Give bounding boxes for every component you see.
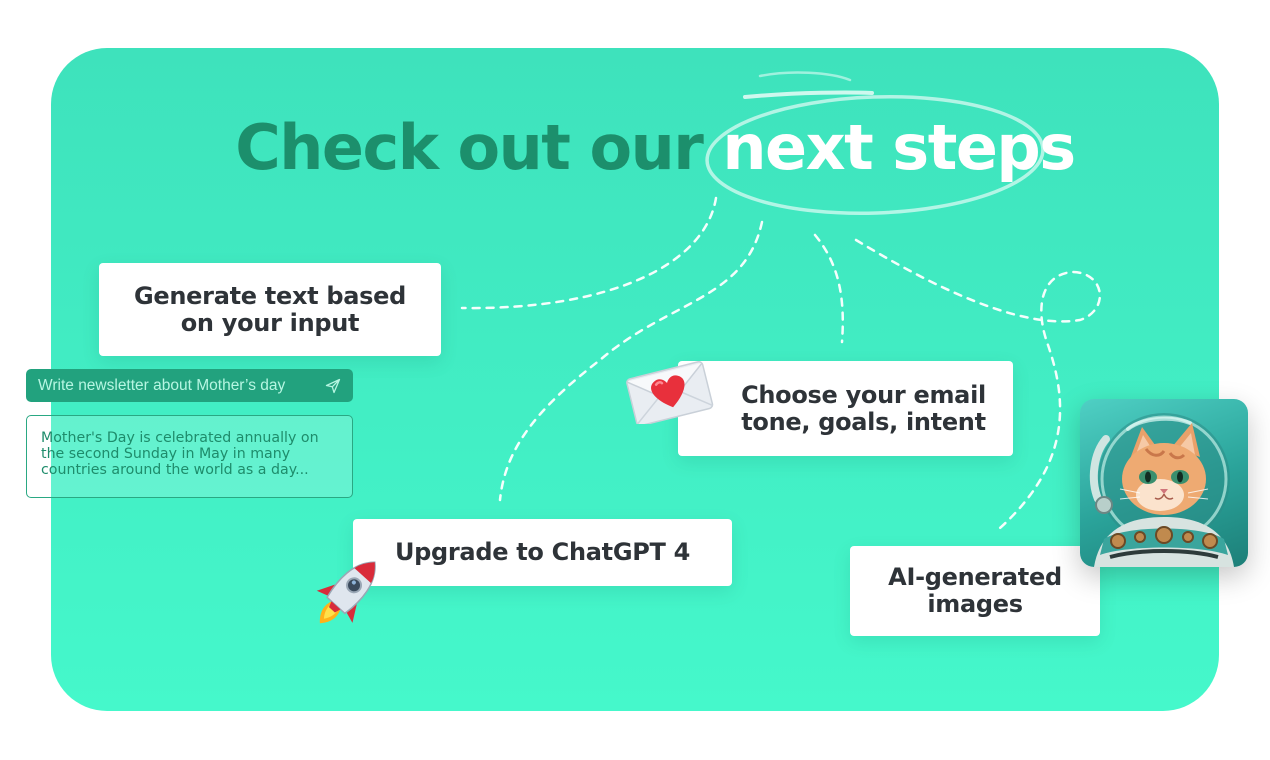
generated-text-preview: Mother's Day is celebrated annually on t…: [26, 415, 353, 498]
result-line: the second Sunday in May in many: [41, 446, 291, 462]
card-upgrade: Upgrade to ChatGPT 4: [353, 519, 732, 586]
send-icon[interactable]: [325, 378, 341, 394]
result-line: countries around the world as a day...: [41, 462, 309, 478]
card-email-tone-line1: Choose your email: [741, 380, 986, 409]
rocket-icon: [316, 561, 376, 624]
card-ai-images-line1: AI-generated: [888, 563, 1062, 591]
card-upgrade-label: Upgrade to ChatGPT 4: [394, 538, 691, 566]
card-ai-images-line2: images: [927, 590, 1023, 618]
card-email-tone-line2: tone, goals, intent: [741, 407, 986, 436]
result-line: Mother's Day is celebrated annually on: [41, 430, 319, 446]
card-generate-text-line2: on your input: [180, 308, 360, 337]
headline-part-dark: Check out our: [235, 111, 723, 184]
page-headline: Check out our next steps: [0, 108, 1270, 188]
headline-part-highlight: next steps: [722, 111, 1076, 184]
prompt-input-bar[interactable]: Write newsletter about Mother’s day: [26, 369, 353, 402]
card-generate-text: Generate text based on your input: [99, 263, 441, 356]
astronaut-cat-image: [1080, 399, 1248, 567]
prompt-text: Write newsletter about Mother’s day: [38, 376, 286, 394]
love-letter-icon: [626, 361, 714, 424]
card-generate-text-line1: Generate text based: [134, 281, 406, 310]
card-email-tone: Choose your email tone, goals, intent: [678, 361, 1013, 456]
card-ai-images: AI-generated images: [850, 546, 1100, 636]
